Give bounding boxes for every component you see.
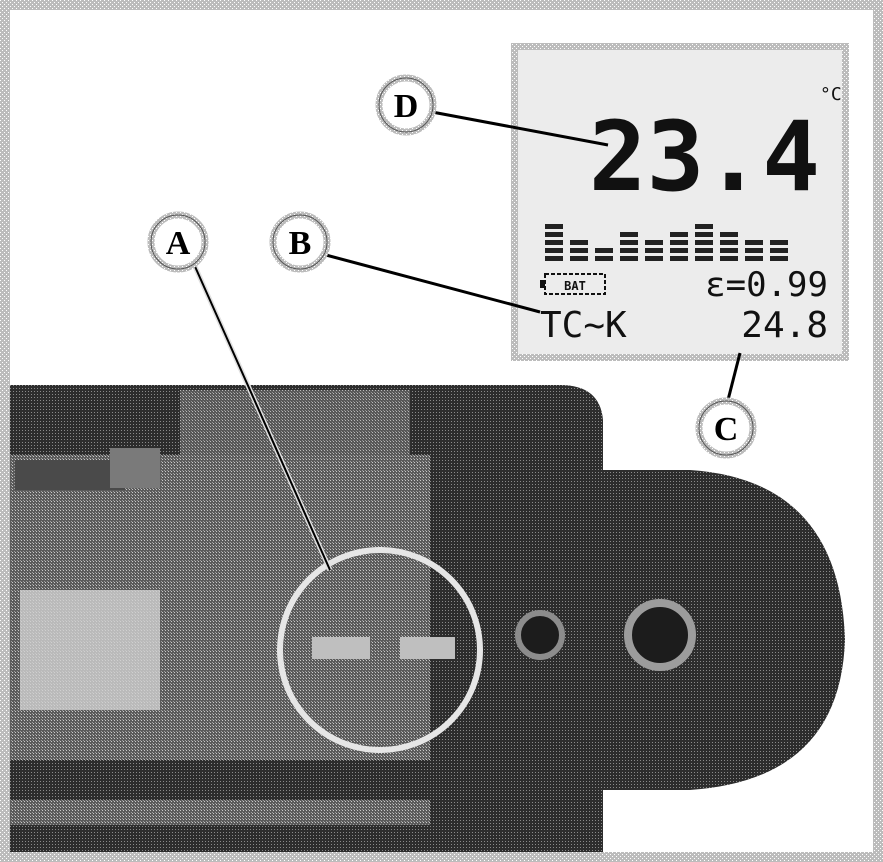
bar-segment — [645, 248, 663, 253]
sensor-port-large — [624, 599, 696, 671]
callout-a: A — [147, 211, 209, 273]
bar-segment — [545, 248, 563, 253]
sensor-port-small — [515, 610, 565, 660]
leader-line-b — [325, 253, 541, 314]
bar-segment — [645, 256, 663, 261]
laser-window-right — [400, 637, 455, 659]
bar-segment — [720, 240, 738, 245]
laser-window-left — [312, 637, 370, 659]
leader-line-c — [726, 352, 742, 401]
callout-a-label: A — [166, 225, 191, 262]
bar-segment — [670, 232, 688, 237]
bar-segment — [745, 256, 763, 261]
bar-segment — [545, 256, 563, 261]
bar-segment — [545, 232, 563, 237]
bar-segment — [720, 248, 738, 253]
bar-segment — [620, 248, 638, 253]
bar-segment — [770, 256, 788, 261]
bar-segment — [570, 256, 588, 261]
bar-segment — [770, 240, 788, 245]
bar-segment — [695, 256, 713, 261]
lcd-probe-type: TC~K — [540, 305, 627, 346]
lcd-panel: 23.4 °C BAT ε=0.99 TC~K 24.8 — [511, 43, 849, 361]
bar-segment — [645, 240, 663, 245]
highlight-ring — [277, 547, 483, 753]
callout-b-label: B — [289, 225, 312, 262]
bar-segment — [670, 240, 688, 245]
lcd-bar-graph — [545, 224, 788, 261]
callout-d: D — [375, 74, 437, 136]
bar-segment — [595, 248, 613, 253]
bar-segment — [620, 232, 638, 237]
battery-icon-terminal — [540, 280, 545, 288]
bar-segment — [570, 240, 588, 245]
bar-segment — [695, 248, 713, 253]
bar-segment — [570, 248, 588, 253]
bar-segment — [770, 248, 788, 253]
lcd-unit: °C — [820, 84, 842, 105]
device-body — [10, 385, 845, 852]
battery-label: BAT — [564, 279, 586, 293]
bar-segment — [745, 248, 763, 253]
bar-segment — [545, 240, 563, 245]
bar-segment — [720, 256, 738, 261]
callout-b: B — [269, 211, 331, 273]
callout-c-label: C — [714, 411, 739, 448]
leader-line-a-core — [192, 261, 331, 571]
bar-segment — [695, 232, 713, 237]
bar-segment — [745, 240, 763, 245]
bar-segment — [720, 232, 738, 237]
bar-segment — [670, 256, 688, 261]
bar-segment — [595, 256, 613, 261]
bar-segment — [670, 248, 688, 253]
lcd-probe-reading: 24.8 — [741, 305, 828, 346]
bar-segment — [695, 224, 713, 229]
bar-segment — [620, 256, 638, 261]
callout-c: C — [695, 397, 757, 459]
lcd-main-reading: 23.4 — [589, 101, 820, 213]
bar-segment — [695, 240, 713, 245]
bar-segment — [545, 224, 563, 229]
leader-line-d — [431, 110, 609, 147]
lcd-emissivity: ε=0.99 — [705, 265, 828, 305]
bar-segment — [620, 240, 638, 245]
callout-d-label: D — [394, 88, 419, 125]
